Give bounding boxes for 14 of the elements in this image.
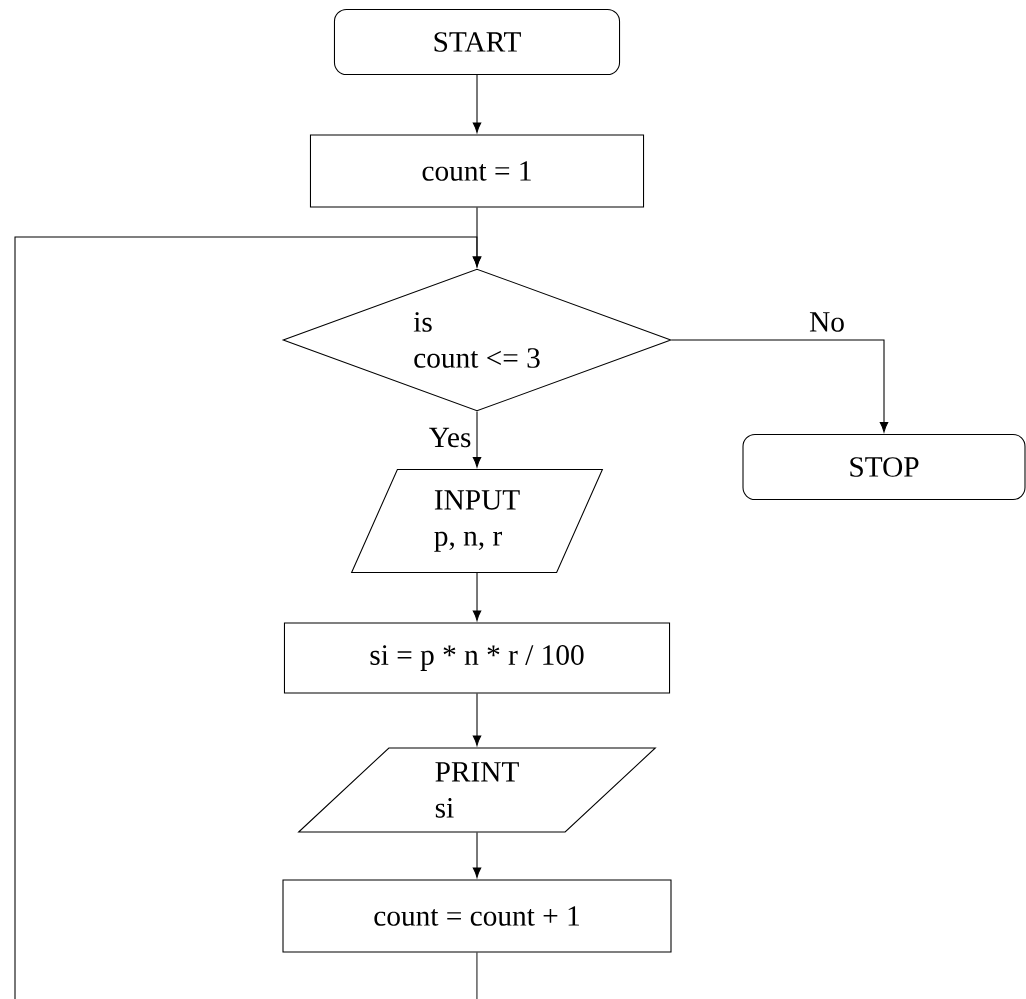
arrow bbox=[472, 572, 482, 621]
terminal-box: START bbox=[333, 8, 621, 76]
arrow bbox=[472, 411, 482, 468]
process-box: count = count + 1 bbox=[282, 879, 672, 953]
arrow bbox=[671, 339, 889, 433]
edge-label: No bbox=[809, 312, 844, 332]
arrow bbox=[472, 693, 482, 746]
process-box: count = 1 bbox=[309, 134, 645, 208]
arrow bbox=[14, 236, 482, 999]
arrow bbox=[472, 832, 482, 878]
edge-label: Yes bbox=[429, 427, 471, 448]
terminal-box: STOP bbox=[742, 433, 1026, 501]
process-box: si = p * n * r / 100 bbox=[283, 622, 671, 694]
arrow bbox=[472, 74, 482, 133]
